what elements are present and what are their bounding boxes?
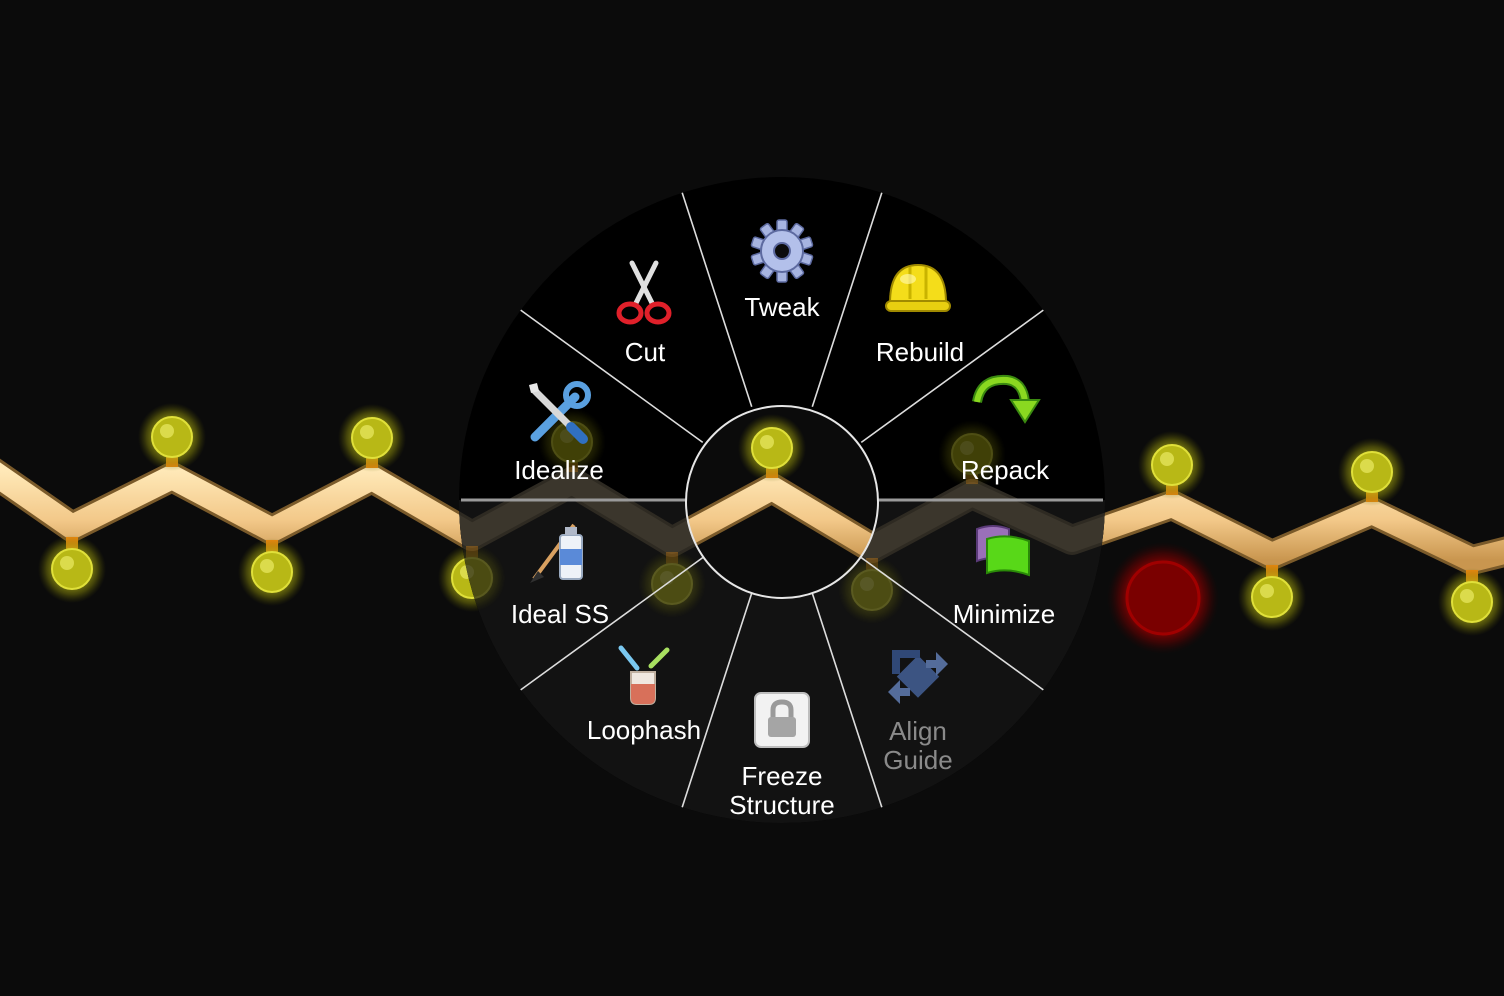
pie-divider	[860, 556, 1044, 691]
backbone-ribbon[interactable]	[0, 458, 1504, 572]
menu-item-rebuild[interactable]: Rebuild	[876, 263, 964, 367]
menu-item-label: Minimize	[953, 599, 1056, 629]
sidechain-residue[interactable]	[38, 535, 106, 603]
sidechain-residue[interactable]	[938, 420, 1006, 488]
pie-divider	[860, 309, 1044, 444]
menu-item-cut[interactable]: Cut	[616, 260, 672, 367]
pie-divider	[520, 309, 704, 444]
menu-item-label-line: Structure	[729, 790, 835, 820]
menu-item-label: Ideal SS	[511, 599, 609, 629]
flags-icon	[976, 525, 1030, 577]
pie-divider	[681, 592, 753, 808]
menu-item-label-line: Guide	[883, 745, 952, 775]
sidechain-residue[interactable]	[1138, 431, 1206, 499]
sidechain-residue[interactable]	[238, 538, 306, 606]
pie-divider	[681, 192, 753, 408]
paint-tube-icon	[530, 523, 583, 583]
sidechain-residue[interactable]	[638, 550, 706, 618]
menu-item-label: Rebuild	[876, 337, 964, 367]
menu-item-ideal-ss[interactable]: Ideal SS	[511, 523, 609, 629]
curved-arrow-icon	[972, 374, 1041, 424]
scissors-icon	[616, 260, 672, 325]
pie-divider	[520, 556, 704, 691]
sidechain-residue[interactable]	[838, 556, 906, 624]
wrench-screwdriver-icon	[529, 381, 591, 444]
sidechain-residue[interactable]	[538, 408, 606, 476]
gear-icon	[750, 219, 814, 283]
sidechain-residue[interactable]	[1238, 563, 1306, 631]
sidechain-residue[interactable]	[338, 404, 406, 472]
selected-residue[interactable]	[1107, 542, 1219, 654]
menu-item-label: Repack	[961, 455, 1050, 485]
menu-item-idealize[interactable]: Idealize	[514, 381, 604, 485]
menu-item-label-line: Freeze	[742, 761, 823, 791]
menu-item-label: Cut	[625, 337, 666, 367]
sidechain-residue[interactable]	[738, 414, 806, 482]
menu-item-label: Loophash	[587, 715, 701, 745]
menu-item-minimize[interactable]: Minimize	[953, 525, 1056, 629]
menu-item-label: Idealize	[514, 455, 604, 485]
beaker-icon	[618, 645, 670, 705]
menu-item-label-line: Align	[889, 716, 947, 746]
pie-center-cancel[interactable]	[685, 405, 879, 599]
menu-item-tweak[interactable]: Tweak	[744, 219, 821, 322]
hard-hat-icon	[885, 263, 951, 312]
sidechain-residue[interactable]	[1438, 568, 1504, 636]
sidechain-residue[interactable]	[1338, 438, 1406, 506]
menu-item-label: Tweak	[744, 292, 820, 322]
sidechain-residue[interactable]	[138, 403, 206, 471]
pie-divider	[811, 592, 883, 808]
lock-icon	[754, 692, 810, 748]
menu-item-loophash[interactable]: Loophash	[587, 645, 701, 745]
menu-item-repack[interactable]: Repack	[961, 374, 1050, 485]
pie-divider	[811, 192, 883, 408]
